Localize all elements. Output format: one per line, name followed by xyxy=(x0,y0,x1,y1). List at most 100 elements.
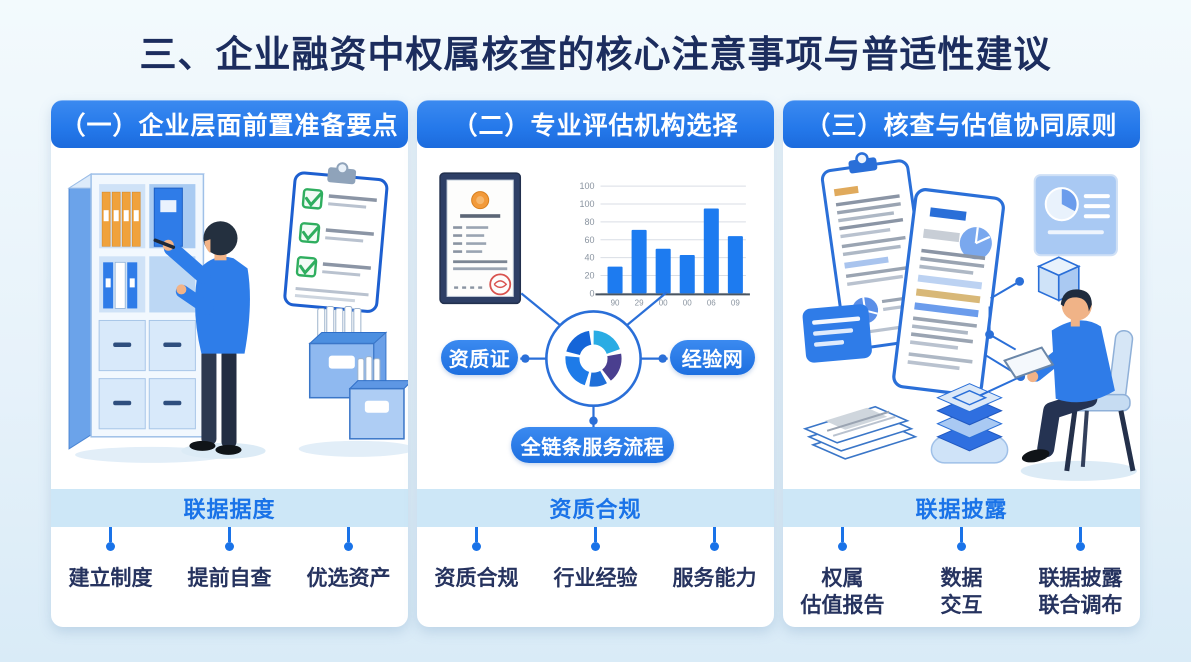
y-tick-label: 60 xyxy=(584,235,594,245)
panel-1-band-label: 联据据度 xyxy=(51,489,408,527)
panel-3-illustration xyxy=(783,148,1140,489)
panel-2-band-label: 资质合规 xyxy=(417,489,774,527)
connector-line xyxy=(228,527,231,542)
cabinet-drawers xyxy=(98,319,196,430)
y-tick-label: 100 xyxy=(579,181,594,191)
bar xyxy=(607,266,623,294)
x-tick-label: 29 xyxy=(635,298,644,307)
connector-line xyxy=(475,527,478,542)
archive-boxes xyxy=(298,305,408,457)
hub-circle xyxy=(545,310,642,408)
checklist-clipboard xyxy=(283,162,389,313)
hub-label-experience: 经验网 xyxy=(670,340,755,375)
panel-1-illustration xyxy=(51,148,408,489)
connector-dot xyxy=(344,542,353,551)
standing-person xyxy=(153,221,266,459)
bar xyxy=(679,254,695,294)
connector-dot xyxy=(838,542,847,551)
connector-line xyxy=(109,527,112,542)
x-tick-label: 09 xyxy=(731,298,740,307)
panel-collaboration-principles: （三）核查与估值协同原则 xyxy=(783,100,1140,627)
panel-2-item: 服务能力 xyxy=(672,567,757,590)
orange-binders xyxy=(101,191,141,247)
blue-note-card xyxy=(802,304,872,363)
connector-line xyxy=(713,527,716,542)
tablet-in-hand xyxy=(1003,346,1055,379)
connector-dot xyxy=(225,542,234,551)
panel-3-item: 数据 交互 xyxy=(940,567,983,618)
x-tick-label: 00 xyxy=(659,298,668,307)
pen xyxy=(153,238,176,250)
y-tick-label: 20 xyxy=(584,271,594,281)
connector-dot xyxy=(957,542,966,551)
connector-dot xyxy=(472,542,481,551)
x-tick-label: 90 xyxy=(611,298,620,307)
red-seal xyxy=(489,273,512,296)
hub-label-full-chain-service: 全链条服务流程 xyxy=(511,427,674,463)
connector-line xyxy=(960,527,963,542)
donut-slice xyxy=(565,330,622,387)
connector-line xyxy=(594,527,597,542)
panel-2-header: （二）专业评估机构选择 xyxy=(417,100,774,148)
bar xyxy=(727,236,743,294)
y-tick-label: 80 xyxy=(584,217,594,227)
x-tick-label: 06 xyxy=(707,298,716,307)
bar xyxy=(631,229,647,294)
x-tick-label: 00 xyxy=(683,298,692,307)
database-stack xyxy=(930,383,1009,464)
bar xyxy=(703,208,719,294)
connector-line xyxy=(841,527,844,542)
hub-diagram-illustration: 100 100 80 60 40 20 0 90 29 00 00 06 09 xyxy=(439,172,750,430)
connector-dot xyxy=(591,542,600,551)
y-tick-label: 0 xyxy=(589,288,594,298)
panel-1-connectors xyxy=(51,527,408,559)
reports-review-scene-illustration xyxy=(802,152,1137,481)
panel-agency-selection: （二）专业评估机构选择 xyxy=(417,100,774,627)
connector-dot xyxy=(710,542,719,551)
donut-slice xyxy=(565,330,622,387)
panel-1-item: 提前自查 xyxy=(187,567,272,590)
check-item xyxy=(295,256,372,278)
panel-1-header: （一）企业层面前置准备要点 xyxy=(51,100,408,148)
shelf-binders xyxy=(103,261,138,309)
certificate xyxy=(439,172,522,305)
blue-binder xyxy=(153,187,183,247)
donut-chart xyxy=(565,330,622,387)
file-box-back xyxy=(308,305,388,399)
connector-dots xyxy=(521,354,667,425)
connector-line xyxy=(1079,527,1082,542)
panel-2-connectors xyxy=(417,527,774,559)
seated-person xyxy=(1003,289,1137,481)
panel-3-header: （三）核查与估值协同原则 xyxy=(783,100,1140,148)
y-tick-label: 40 xyxy=(584,253,594,263)
filing-cabinet-scene-illustration xyxy=(67,162,408,463)
check-item xyxy=(298,222,374,244)
paper-stack xyxy=(802,405,918,460)
report-tablet-front xyxy=(892,188,1005,397)
file-box-front xyxy=(348,356,408,440)
dashboard-screen xyxy=(1033,174,1118,257)
connector-dot xyxy=(106,542,115,551)
donut-slice xyxy=(565,330,622,387)
y-tick-label: 100 xyxy=(579,199,594,209)
panel-2-item: 行业经验 xyxy=(553,567,638,590)
hub-label-qualification: 资质证 xyxy=(441,340,518,375)
bar xyxy=(655,248,671,294)
bar-chart: 100 100 80 60 40 20 0 90 29 00 00 06 09 xyxy=(579,181,750,307)
page-title: 三、企业融资中权属核查的核心注意事项与普适性建议 xyxy=(139,34,1052,75)
filing-cabinet xyxy=(67,173,228,463)
panel-3-item: 联据披露 联合调布 xyxy=(1038,567,1123,618)
panel-1-item: 建立制度 xyxy=(68,567,153,590)
panel-preparation: （一）企业层面前置准备要点 xyxy=(51,100,408,627)
panel-2-item: 资质合规 xyxy=(434,567,519,590)
mini-pie-icon xyxy=(959,227,992,260)
connector-dot xyxy=(1076,542,1085,551)
panel-2-illustration: 100 100 80 60 40 20 0 90 29 00 00 06 09 xyxy=(417,148,774,489)
panel-1-item: 优选资产 xyxy=(306,567,391,590)
connector-line xyxy=(347,527,350,542)
panel-3-band-label: 联据披露 xyxy=(783,489,1140,527)
check-item xyxy=(301,188,377,210)
panel-3-item: 权属 估值报告 xyxy=(800,567,885,618)
panels-row: （一）企业层面前置准备要点 xyxy=(0,100,1191,627)
panel-3-connectors xyxy=(783,527,1140,559)
